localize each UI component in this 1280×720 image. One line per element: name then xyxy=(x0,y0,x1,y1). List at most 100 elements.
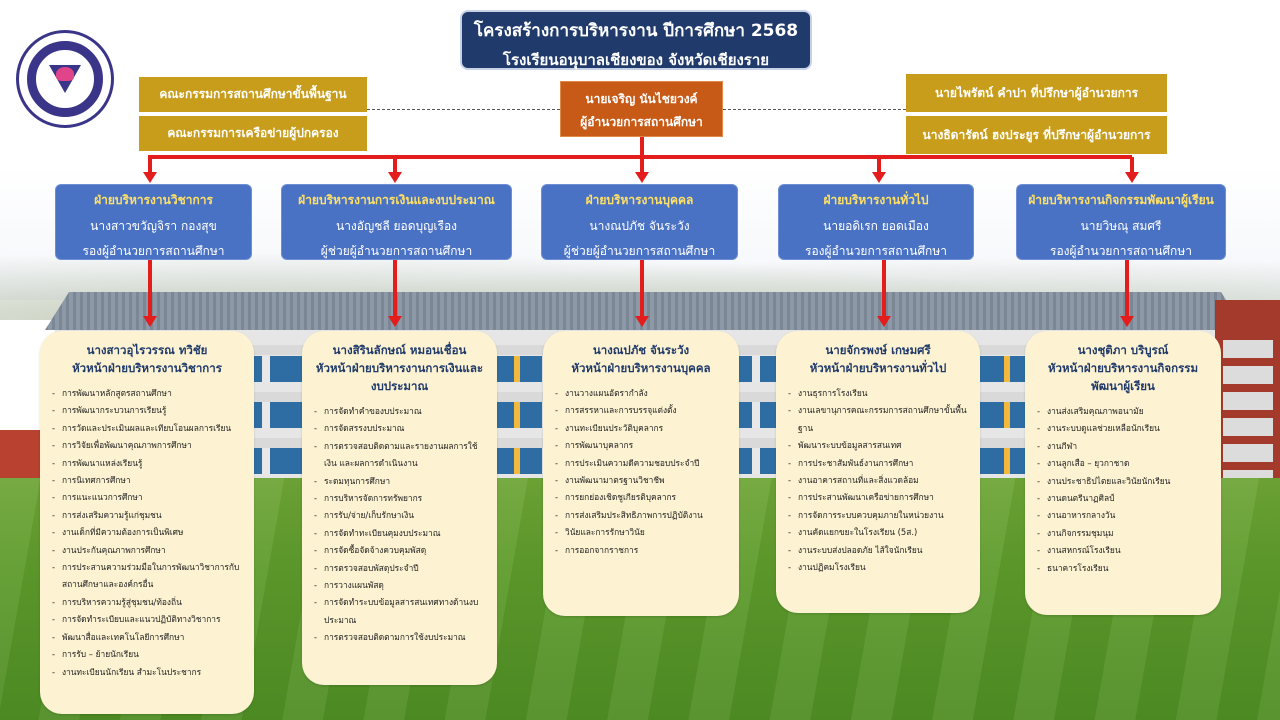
card-finance: นางสิรินลักษณ์ หมอนเชื่อน หัวหน้าฝ่ายบริ… xyxy=(302,331,497,685)
duty-item: งานคัดแยกขยะในโรงเรียน (5ส.) xyxy=(784,524,972,542)
duty-item: การจัดทำคำของบประมาณ xyxy=(310,403,489,421)
card-head-title: หัวหน้าฝ่ายบริหารงานกิจกรรมพัฒนาผู้เรียน xyxy=(1047,361,1199,393)
duty-item: การสรรหาและการบรรจุแต่งตั้ง xyxy=(551,402,731,420)
card-head-name: นางสิรินลักษณ์ หมอนเชื่อน xyxy=(332,343,467,357)
duty-item: การประเมินความดีความชอบประจำปี xyxy=(551,455,731,473)
duty-item: การแนะแนวการศึกษา xyxy=(48,489,246,507)
title-line-1: โครงสร้างการบริหารงาน ปีการศึกษา 2568 xyxy=(473,21,799,41)
duty-list: งานวางแผนอัตรากำลังการสรรหาและการบรรจุแต… xyxy=(551,385,731,559)
connector-to-division-3 xyxy=(640,157,644,173)
arrow-down-icon xyxy=(388,172,402,183)
duty-item: งานสหกรณ์โรงเรียน xyxy=(1033,542,1213,560)
board-basic-education: คณะกรรมการสถานศึกษาขั้นพื้นฐาน xyxy=(139,77,367,112)
duty-item: งานประกันคุณภาพการศึกษา xyxy=(48,542,246,560)
division-role: รองผู้อำนวยการสถานศึกษา xyxy=(1050,244,1192,258)
division-name: ฝ่ายบริหารงานการเงินและงบประมาณ xyxy=(298,193,495,207)
duty-item: งานพัฒนามาตรฐานวิชาชีพ xyxy=(551,472,731,490)
arrow-down-icon xyxy=(143,316,157,327)
duty-item: งานระบบดูแลช่วยเหลือนักเรียน xyxy=(1033,420,1213,438)
director-name: นายเจริญ นันไชยวงค์ xyxy=(585,92,698,106)
director-box: นายเจริญ นันไชยวงค์ ผู้อำนวยการสถานศึกษา xyxy=(560,81,723,137)
division-person: นางสาวขวัญจิรา กองสุข xyxy=(90,219,217,233)
division-name: ฝ่ายบริหารงานกิจกรรมพัฒนาผู้เรียน xyxy=(1028,193,1214,207)
duty-item: พัฒนาระบบข้อมูลสารสนเทศ xyxy=(784,437,972,455)
duty-item: การส่งเสริมความรู้แก่ชุมชน xyxy=(48,507,246,525)
card-head-title: หัวหน้าฝ่ายบริหารงานวิชาการ xyxy=(72,361,222,375)
duty-item: การบริหารจัดการทรัพยากร xyxy=(310,490,489,508)
arrow-down-icon xyxy=(1125,172,1139,183)
duty-item: ธนาคารโรงเรียน xyxy=(1033,560,1213,578)
card-head-title: หัวหน้าฝ่ายบริหารงานการเงินและงบประมาณ xyxy=(315,361,484,393)
duty-item: งานประชาธิปไตยและวินัยนักเรียน xyxy=(1033,473,1213,491)
connector-to-card-2 xyxy=(393,260,397,318)
duty-item: การพัฒนาแหล่งเรียนรู้ xyxy=(48,455,246,473)
division-name: ฝ่ายบริหารงานบุคคล xyxy=(585,193,694,207)
connector-to-card-3 xyxy=(640,259,644,318)
duty-item: การวิจัยเพื่อพัฒนาคุณภาพการศึกษา xyxy=(48,437,246,455)
duty-item: งานธุรการโรงเรียน xyxy=(784,385,972,403)
lotus-icon xyxy=(56,67,74,81)
board-parent-network: คณะกรรมการเครือข่ายผู้ปกครอง xyxy=(139,116,367,151)
duty-item: การพัฒนากระบวนการเรียนรู้ xyxy=(48,402,246,420)
duty-item: งานทะเบียนนักเรียน สำมะโนประชากร xyxy=(48,664,246,682)
card-head-title: หัวหน้าฝ่ายบริหารงานทั่วไป xyxy=(809,361,947,375)
dashed-connector-left xyxy=(367,109,560,110)
division-role: รองผู้อำนวยการสถานศึกษา xyxy=(82,244,225,258)
duty-item: วินัยและการรักษาวินัย xyxy=(551,524,731,542)
arrow-down-icon xyxy=(872,172,886,183)
director-position: ผู้อำนวยการสถานศึกษา xyxy=(580,115,703,129)
arrow-down-icon xyxy=(1120,316,1134,327)
duty-item: การจัดการระบบควบคุมภายในหน่วยงาน xyxy=(784,507,972,525)
arrow-down-icon xyxy=(635,316,649,327)
duty-item: การจัดทำทะเบียนคุมงบประมาณ xyxy=(310,525,489,543)
division-role: ผู้ช่วยผู้อำนวยการสถานศึกษา xyxy=(563,244,716,258)
duty-item: งานปฏิคมโรงเรียน xyxy=(784,559,972,577)
division-student-activities: ฝ่ายบริหารงานกิจกรรมพัฒนาผู้เรียน นายวิษ… xyxy=(1016,184,1226,260)
duty-list: การจัดทำคำของบประมาณการจัดสรรงบประมาณการ… xyxy=(310,403,489,647)
duty-item: การนิเทศการศึกษา xyxy=(48,472,246,490)
division-person: นายอดิเรก ยอดเมือง xyxy=(823,219,929,233)
duty-item: งานอาหารกลางวัน xyxy=(1033,507,1213,525)
duty-item: การออกจากราชการ xyxy=(551,542,731,560)
duty-item: งานเด็กที่มีความต้องการเป็นพิเศษ xyxy=(48,524,246,542)
duty-item: การประสานพัฒนาเครือข่ายการศึกษา xyxy=(784,489,972,507)
title-line-2: โรงเรียนอนุบาลเชียงของ จังหวัดเชียงราย xyxy=(502,51,770,69)
connector-to-card-4 xyxy=(882,258,886,318)
card-personnel: นางณปภัช จันระวัง หัวหน้าฝ่ายบริหารงานบุ… xyxy=(543,331,739,616)
duty-list: งานธุรการโรงเรียนงานเลขานุการคณะกรรมการส… xyxy=(784,385,972,577)
dashed-connector-right xyxy=(723,109,906,110)
duty-item: งานกีฬา xyxy=(1033,438,1213,456)
division-finance: ฝ่ายบริหารงานการเงินและงบประมาณ นางอัญชล… xyxy=(281,184,512,260)
duty-item: การรับ – ย้ายนักเรียน xyxy=(48,646,246,664)
duty-item: งานทะเบียนประวัติบุคลากร xyxy=(551,420,731,438)
advisor-1: นายไพรัตน์ คำปา ที่ปรึกษาผู้อำนวยการ xyxy=(906,74,1167,112)
duty-item: การจัดสรรงบประมาณ xyxy=(310,420,489,438)
division-name: ฝ่ายบริหารงานวิชาการ xyxy=(94,193,213,207)
logo-ring xyxy=(27,41,103,117)
duty-item: การรับ/จ่าย/เก็บรักษาเงิน xyxy=(310,507,489,525)
school-logo xyxy=(16,30,114,128)
advisor-2: นางธิดารัตน์ ฮงประยูร ที่ปรึกษาผู้อำนวยก… xyxy=(906,116,1167,154)
duty-item: พัฒนาสื่อและเทคโนโลยีการศึกษา xyxy=(48,629,246,647)
duty-item: การยกย่องเชิดชูเกียรติบุคลากร xyxy=(551,489,731,507)
division-person: นางอัญชลี ยอดบุญเรือง xyxy=(335,219,458,233)
connector-to-division-2 xyxy=(393,157,397,173)
card-head-name: นางณปภัช จันระวัง xyxy=(592,343,690,357)
card-head-name: นายจักรพงษ์ เกษมศรี xyxy=(825,343,931,357)
duty-item: ระดมทุนการศึกษา xyxy=(310,473,489,491)
duty-item: การส่งเสริมประสิทธิภาพการปฏิบัติงาน xyxy=(551,507,731,525)
duty-item: การจัดซื้อจัดจ้างควบคุมพัสดุ xyxy=(310,542,489,560)
arrow-down-icon xyxy=(143,172,157,183)
division-personnel: ฝ่ายบริหารงานบุคคล นางณปภัช จันระวัง ผู้… xyxy=(541,184,738,260)
chart-title: โครงสร้างการบริหารงาน ปีการศึกษา 2568 โร… xyxy=(460,10,812,70)
division-person: นางณปภัช จันระวัง xyxy=(589,219,690,233)
duty-item: การประชาสัมพันธ์งานการศึกษา xyxy=(784,455,972,473)
duty-item: งานอาคารสถานที่และสิ่งแวดล้อม xyxy=(784,472,972,490)
duty-item: การวางแผนพัสดุ xyxy=(310,577,489,595)
duty-item: งานเลขานุการคณะกรรมการสถานศึกษาขั้นพื้นฐ… xyxy=(784,402,972,437)
division-name: ฝ่ายบริหารงานทั่วไป xyxy=(823,193,929,207)
duty-list: งานส่งเสริมคุณภาพอนามัยงานระบบดูแลช่วยเห… xyxy=(1033,403,1213,577)
card-head-name: นางชุติภา บริบูรณ์ xyxy=(1077,343,1169,357)
duty-item: การพัฒนาหลักสูตรสถานศึกษา xyxy=(48,385,246,403)
duty-item: งานระบบส่งปลอดภัย ไส้ใจนักเรียน xyxy=(784,542,972,560)
